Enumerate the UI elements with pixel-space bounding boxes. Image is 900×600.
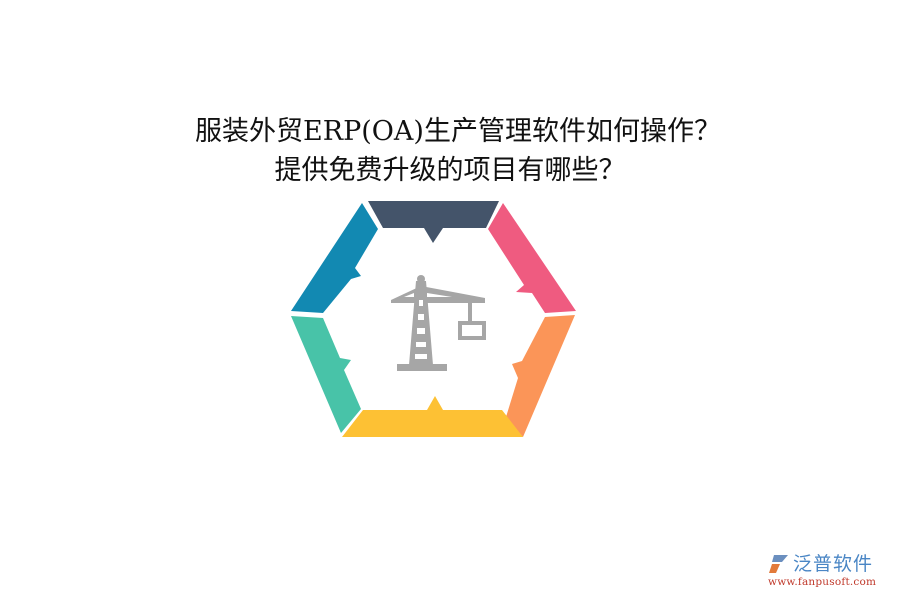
segment-upper-right <box>488 203 576 313</box>
brand-logo: 泛普软件 www.fanpusoft.com <box>768 553 896 593</box>
segment-upper-left <box>291 203 378 313</box>
segment-lower-left <box>291 316 361 433</box>
segment-lower-right <box>506 315 575 437</box>
title-line-2: 提供免费升级的项目有哪些？ <box>274 155 626 186</box>
fanpu-logo-icon <box>769 555 788 573</box>
tower-crane-icon <box>391 275 486 371</box>
logo-url: www.fanpusoft.com <box>768 576 877 588</box>
logo-brand-name: 泛普软件 <box>793 553 874 575</box>
segment-bottom <box>342 396 523 437</box>
segment-top <box>368 201 499 243</box>
title-line-1: 服装外贸ERP(OA)生产管理软件如何操作？ <box>195 116 721 147</box>
